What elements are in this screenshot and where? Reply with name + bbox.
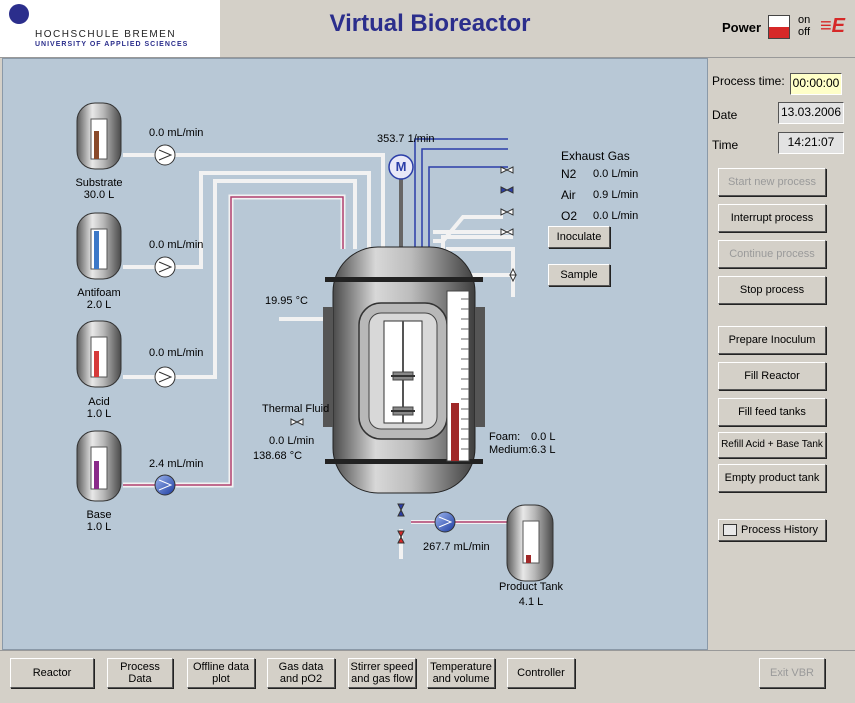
tab-controller[interactable]: Controller xyxy=(507,658,575,688)
stop-process-button[interactable]: Stop process xyxy=(718,276,826,304)
exit-button[interactable]: Exit VBR xyxy=(759,658,825,688)
antifoam-name: Antifoam xyxy=(77,287,121,299)
product-tank-name: Product Tank xyxy=(498,581,563,593)
control-panel: Process time: 00:00:00 Date 13.03.2006 T… xyxy=(708,58,853,648)
product-flow: 267.7 mL/min xyxy=(423,541,490,553)
bottom-toolbar: Reactor Process Data Offline data plot G… xyxy=(0,650,855,703)
base-feed-pipe xyxy=(123,194,508,523)
tank-substrate xyxy=(76,102,122,170)
process-history-button[interactable]: Process History xyxy=(718,519,826,541)
pump-antifoam-icon xyxy=(154,256,176,278)
logo-circle-icon xyxy=(9,4,29,24)
acid-flow: 0.0 mL/min xyxy=(149,347,204,359)
medium-value: 6.3 L xyxy=(531,444,556,456)
medium-label: Medium: xyxy=(489,444,532,456)
date-field: 13.03.2006 xyxy=(778,102,844,124)
interrupt-process-button[interactable]: Interrupt process xyxy=(718,204,826,232)
fill-feed-tanks-button[interactable]: Fill feed tanks xyxy=(718,398,826,426)
fill-reactor-button[interactable]: Fill Reactor xyxy=(718,362,826,390)
logo-line-1: HOCHSCHULE BREMEN xyxy=(35,29,177,40)
foam-value: 0.0 L xyxy=(531,431,556,443)
process-time-label: Process time: xyxy=(712,74,785,88)
product-tank-volume: 4.1 L xyxy=(518,596,544,608)
tab-stirrer-gas-flow[interactable]: Stirrer speed and gas flow xyxy=(348,658,416,688)
refill-acid-base-button[interactable]: Refill Acid + Base Tank xyxy=(718,432,826,458)
power-off-label: off xyxy=(798,26,811,38)
empty-product-tank-button[interactable]: Empty product tank xyxy=(718,464,826,492)
brand-logo-icon: ≡E xyxy=(820,15,846,37)
title-bar: HOCHSCHULE BREMEN UNIVERSITY OF APPLIED … xyxy=(0,0,855,58)
antifoam-volume: 2.0 L xyxy=(86,299,112,311)
stirrer-motor-icon xyxy=(388,154,414,249)
start-new-process-button[interactable]: Start new process xyxy=(718,168,826,196)
process-time-field: 00:00:00 xyxy=(790,73,842,95)
tab-reactor[interactable]: Reactor xyxy=(10,658,94,688)
sample-button[interactable]: Sample xyxy=(548,264,610,286)
stirrer-speed: 353.7 1/min xyxy=(377,133,435,145)
tab-offline-data-plot[interactable]: Offline data plot xyxy=(187,658,255,688)
pump-base-icon xyxy=(154,474,176,496)
power-label: Power xyxy=(722,20,762,35)
history-icon xyxy=(723,524,737,536)
tank-antifoam xyxy=(76,212,122,280)
date-label: Date xyxy=(712,108,738,122)
antifoam-flow: 0.0 mL/min xyxy=(149,239,204,251)
reactor-vessel xyxy=(323,246,485,494)
tank-base xyxy=(76,430,122,502)
tab-process-data[interactable]: Process Data xyxy=(107,658,173,688)
acid-name: Acid xyxy=(88,396,110,408)
substrate-volume: 30.0 L xyxy=(83,189,115,201)
substrate-flow: 0.0 mL/min xyxy=(149,127,204,139)
tab-gas-data[interactable]: Gas data and pO2 xyxy=(267,658,335,688)
app-title: Virtual Bioreactor xyxy=(329,10,531,37)
process-diagram xyxy=(76,102,554,582)
gas-air-label: Air xyxy=(561,188,576,202)
acid-volume: 1.0 L xyxy=(86,408,112,420)
foam-label: Foam: xyxy=(489,431,521,443)
tab-temperature-volume[interactable]: Temperature and volume xyxy=(427,658,495,688)
university-logo: HOCHSCHULE BREMEN UNIVERSITY OF APPLIED … xyxy=(0,0,220,57)
base-name: Base xyxy=(86,509,112,521)
inoculate-button[interactable]: Inoculate xyxy=(548,226,610,248)
gas-o2-label: O2 xyxy=(561,209,578,223)
thermal-fluid-flow: 0.0 L/min xyxy=(269,435,315,447)
time-label: Time xyxy=(712,138,739,152)
gas-n2-flow: 0.0 L/min xyxy=(593,168,639,180)
power-on-label: on xyxy=(798,14,811,26)
power-toggle[interactable] xyxy=(768,15,790,39)
logo-line-2: UNIVERSITY OF APPLIED SCIENCES xyxy=(35,41,189,48)
stirrer-motor-label: M xyxy=(395,159,407,174)
tank-acid xyxy=(76,320,122,388)
process-history-label: Process History xyxy=(741,524,819,536)
exhaust-gas-title: Exhaust Gas xyxy=(561,149,630,163)
pump-product-icon xyxy=(434,511,456,533)
product-tank xyxy=(506,504,554,582)
continue-process-button[interactable]: Continue process xyxy=(718,240,826,268)
prepare-inoculum-button[interactable]: Prepare Inoculum xyxy=(718,326,826,354)
thermal-fluid-temp: 138.68 °C xyxy=(253,450,303,462)
process-diagram-area: Substrate 30.0 L 0.0 mL/min Antifoam 2.0… xyxy=(2,58,708,650)
gas-n2-label: N2 xyxy=(561,167,577,181)
base-flow: 2.4 mL/min xyxy=(149,458,204,470)
gas-lines xyxy=(414,138,508,249)
thermal-fluid-label: Thermal Fluid xyxy=(262,403,330,415)
gas-valves xyxy=(290,166,517,544)
time-field: 14:21:07 xyxy=(778,132,844,154)
base-volume: 1.0 L xyxy=(86,521,112,533)
reactor-temperature: 19.95 °C xyxy=(265,295,308,307)
substrate-name: Substrate xyxy=(75,177,123,189)
pump-substrate-icon xyxy=(154,144,176,166)
gas-air-flow: 0.9 L/min xyxy=(593,189,639,201)
pump-acid-icon xyxy=(154,366,176,388)
gas-o2-flow: 0.0 L/min xyxy=(593,210,639,222)
